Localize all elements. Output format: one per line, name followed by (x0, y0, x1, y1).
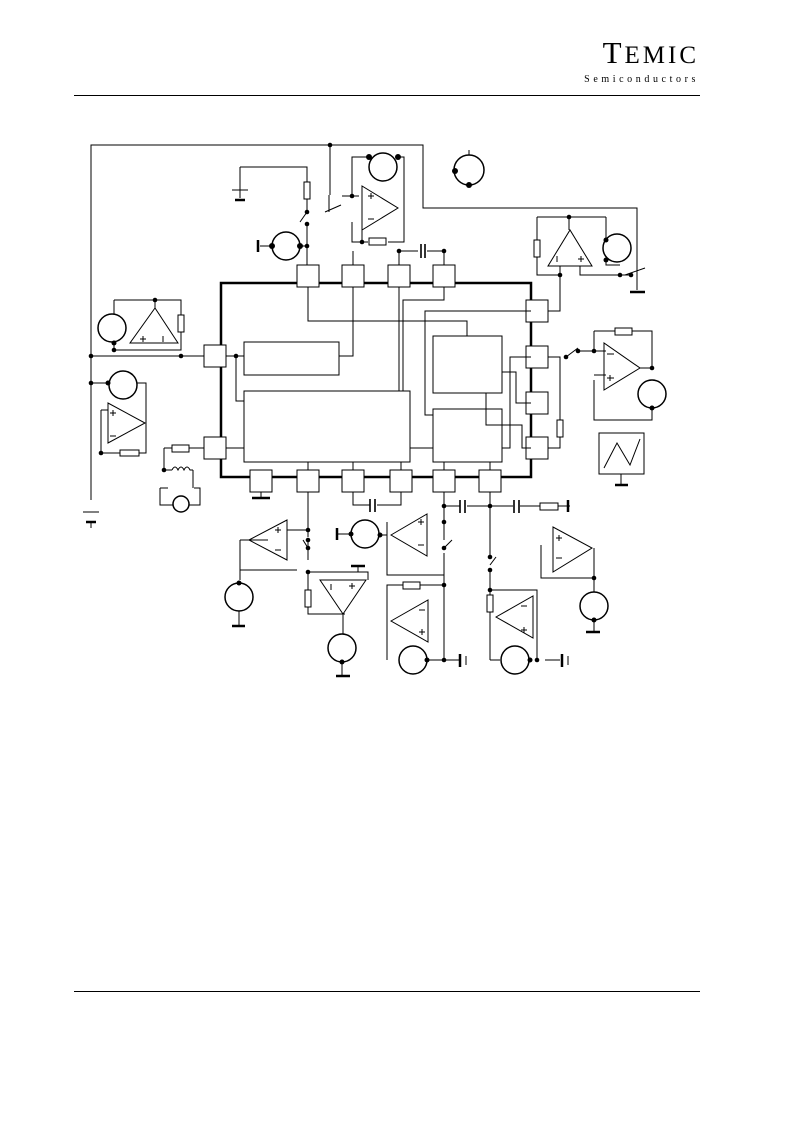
switch-top-2 (324, 204, 342, 213)
wiring-left (91, 299, 204, 506)
internal-block-1 (243, 341, 340, 376)
internal-block-3 (432, 335, 503, 394)
resistor-bottom-1 (304, 589, 312, 608)
brand-initial: T (602, 35, 625, 70)
opamp-bottom-2 (319, 579, 367, 615)
source-top-left (256, 231, 303, 261)
switches-bottom (302, 537, 493, 573)
pin-left-2 (203, 436, 227, 460)
resistor-right-2 (614, 327, 633, 336)
header-rule (74, 95, 700, 96)
resistor-left-1 (177, 314, 185, 333)
resistor-top-right (533, 239, 541, 258)
wire-pin-right-1 (548, 300, 561, 312)
opamp-top-right (547, 229, 593, 267)
junctions-bottom (305, 503, 597, 663)
pin-top-3 (387, 264, 411, 288)
pin-bottom-6 (478, 469, 502, 493)
junctions-top (304, 142, 447, 254)
brand-subtitle: Semiconductors (584, 74, 699, 85)
resistor-top-feedback (368, 237, 387, 246)
opamp-bottom-5 (494, 595, 534, 639)
footer-rule (74, 991, 700, 992)
battery-top (232, 189, 248, 202)
source-bottom-3 (327, 633, 357, 676)
ic-package (219, 281, 533, 479)
source-top (366, 152, 401, 182)
source-bottom-4 (398, 645, 430, 675)
pin-bottom-5 (432, 469, 456, 493)
source-right (637, 379, 667, 411)
internal-block-4 (432, 408, 503, 463)
pin-top-2 (341, 264, 365, 288)
resistor-bottom-2 (402, 581, 421, 590)
triangle-wave-generator (598, 432, 645, 487)
resistor-bottom-3 (486, 594, 494, 613)
grounds-bottom (232, 492, 600, 678)
brand-rest: EMIC (624, 42, 699, 69)
opamp-bottom-1 (247, 519, 288, 561)
opamp-left-1 (129, 307, 179, 344)
source-bottom-5 (500, 645, 533, 675)
opamp-left-2 (107, 402, 147, 444)
opamp-right (603, 342, 641, 391)
pin-bottom-4 (389, 469, 413, 493)
opamp-bottom-4 (389, 599, 429, 643)
ground-top-right (630, 275, 645, 294)
pin-bottom-3 (341, 469, 365, 493)
source-bottom-6 (579, 591, 609, 632)
resistor-left-2 (119, 449, 140, 457)
resistor-right-1 (556, 419, 564, 438)
resistor-top (303, 181, 311, 200)
resistor-left-3 (171, 444, 190, 453)
ic-pins-right (525, 299, 549, 460)
inductor-left (171, 466, 193, 472)
junctions-left (88, 297, 239, 473)
battery-left (83, 511, 99, 528)
source-bottom-1 (224, 580, 254, 626)
source-left-3 (172, 495, 190, 513)
wiring-bottom (239, 492, 595, 661)
pin-bottom-2 (296, 469, 320, 493)
source-bottom-2 (337, 519, 383, 549)
brand-name: TEMIC (603, 36, 699, 73)
capacitors-bottom (369, 499, 520, 513)
source-left-1 (97, 313, 127, 346)
pin-bottom-1 (249, 469, 273, 493)
resistor-bottom-4 (539, 502, 559, 511)
source-top-right-2 (602, 233, 632, 263)
junctions-right (563, 348, 655, 371)
source-left-2 (105, 370, 138, 400)
source-top-right (452, 150, 485, 188)
wiring-right (548, 330, 653, 449)
internal-block-2 (243, 390, 411, 463)
wiring-top-right (536, 216, 646, 300)
switch-top (299, 209, 310, 227)
pin-left-1 (203, 344, 227, 368)
ic-pins-bottom (249, 469, 502, 493)
switch-top-right (557, 214, 634, 278)
opamp-top (361, 185, 399, 231)
internal-wiring (226, 287, 531, 470)
temic-logo: TEMIC Semiconductors (539, 36, 699, 96)
capacitor-top (420, 244, 426, 258)
pin-top-4 (432, 264, 456, 288)
opamp-bottom-6 (552, 526, 594, 573)
pin-top-1 (296, 264, 320, 288)
ic-pins-left (203, 344, 227, 460)
opamp-bottom-3 (390, 513, 428, 557)
